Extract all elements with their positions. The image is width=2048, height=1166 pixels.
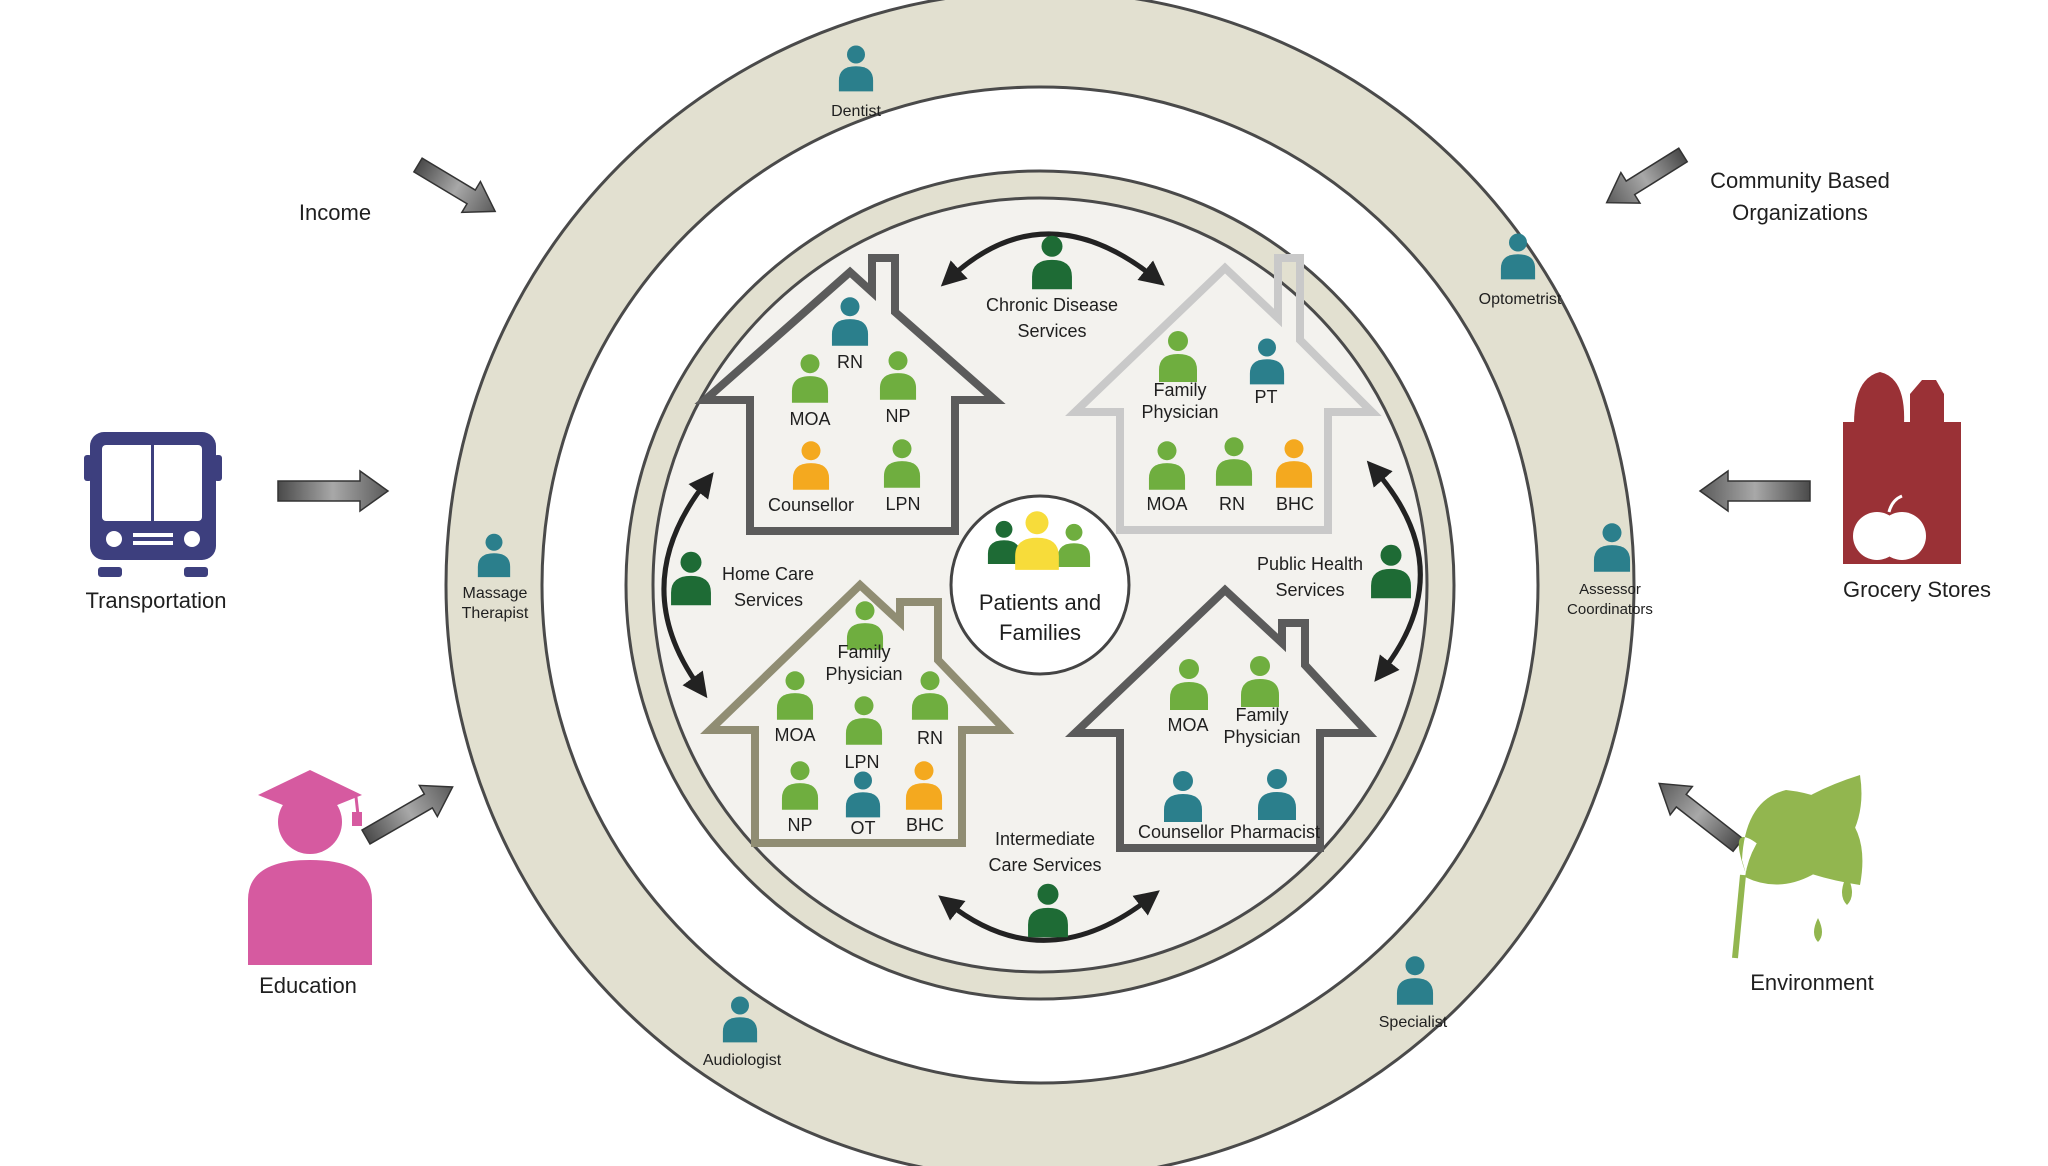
staff-label: RN [837, 352, 863, 372]
service-label-line1: Chronic Disease [986, 295, 1118, 315]
service-label-line2: Care Services [988, 855, 1101, 875]
income-label: Income [299, 200, 371, 225]
service-public-health: Public Health Services [1257, 460, 1423, 682]
provider-label: Optometrist [1479, 291, 1562, 308]
service-intermediate: Intermediate Care Services [938, 829, 1160, 943]
determinant-labels: Income Community Based Organizations Tra… [85, 168, 1990, 998]
service-chronic: Chronic Disease Services [940, 231, 1165, 341]
staff-label: RN [917, 728, 943, 748]
provider-label-line1: Massage [463, 585, 528, 602]
outer-ring-providers: Dentist Optometrist Massage Therapist As… [462, 45, 1653, 1069]
staff-label: BHC [1276, 494, 1314, 514]
education-label: Education [259, 973, 357, 998]
staff-label: PT [1254, 387, 1277, 407]
staff-label: Pharmacist [1230, 822, 1320, 842]
staff-label: MOA [1167, 715, 1208, 735]
staff-label: MOA [1146, 494, 1187, 514]
center-label-line1: Patients and [979, 590, 1101, 615]
graduation-icon [248, 770, 372, 965]
house-top-left [694, 254, 1006, 535]
service-label-line2: Services [734, 590, 803, 610]
staff-label: MOA [789, 409, 830, 429]
staff-label: LPN [885, 494, 920, 514]
leaf-icon [1732, 775, 1863, 959]
community-label-line2: Organizations [1732, 200, 1868, 225]
service-home-care: Home Care Services [661, 472, 814, 699]
bus-icon [84, 432, 222, 577]
provider-label-line2: Therapist [462, 605, 529, 622]
staff-label: NP [787, 815, 812, 835]
house-top-right [1065, 254, 1382, 534]
transportation-label: Transportation [85, 588, 226, 613]
staff-label: RN [1219, 494, 1245, 514]
house-bottom-right [1065, 584, 1378, 852]
staff-label: Counsellor [768, 495, 854, 515]
grocery-bag-icon [1843, 372, 1961, 564]
provider-label: Audiologist [703, 1052, 782, 1069]
staff-label: MOA [774, 725, 815, 745]
determinant-arrows [277, 147, 1811, 853]
staff-label: BHC [906, 815, 944, 835]
staff-label: LPN [844, 752, 879, 772]
center-patients-families: Patients and Families [949, 494, 1131, 676]
grocery-label: Grocery Stores [1843, 577, 1991, 602]
provider-label-line1: Assessor [1579, 581, 1641, 598]
environment-label: Environment [1750, 970, 1874, 995]
provider-label: Specialist [1379, 1014, 1448, 1031]
house-bottom-left [700, 579, 1015, 847]
service-label-line1: Home Care [722, 564, 814, 584]
service-label-line2: Services [1275, 580, 1344, 600]
service-label-line2: Services [1017, 321, 1086, 341]
center-label-line2: Families [999, 620, 1081, 645]
staff-label: NP [885, 406, 910, 426]
service-label-line1: Public Health [1257, 554, 1363, 574]
staff-label: Counsellor [1138, 822, 1224, 842]
staff-top-left: RN MOA NP Counsellor LPN [768, 297, 921, 515]
staff-label: OT [851, 818, 876, 838]
community-label-line1: Community Based [1710, 168, 1890, 193]
provider-label-line2: Coordinators [1567, 601, 1653, 618]
service-label-line1: Intermediate [995, 829, 1095, 849]
provider-label: Dentist [831, 103, 881, 120]
